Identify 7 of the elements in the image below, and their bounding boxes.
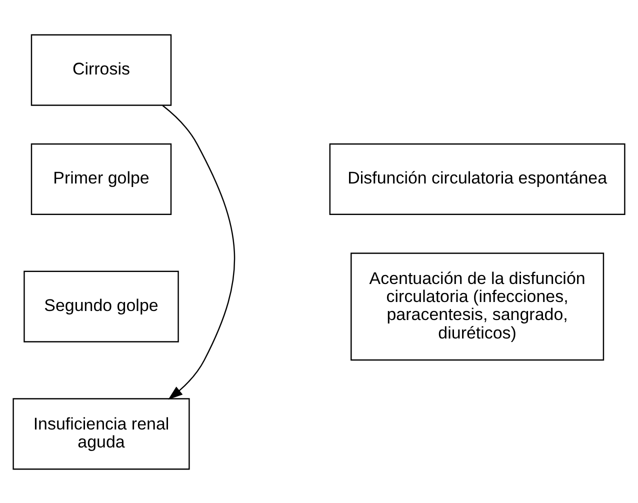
node-box: Primer golpe: [30, 142, 172, 214]
node-box: Cirrosis: [30, 34, 172, 106]
arrow: [162, 104, 235, 400]
node-box: Disfunción circulatoria espontánea: [329, 142, 626, 214]
node-box: Insuficiencia renal aguda: [12, 398, 190, 470]
node-box: Segundo golpe: [24, 270, 179, 342]
node-box: Acentuación de la disfunción circulatoria (infecciones, paracentesis, sangrado, diuréticos): [350, 252, 604, 360]
